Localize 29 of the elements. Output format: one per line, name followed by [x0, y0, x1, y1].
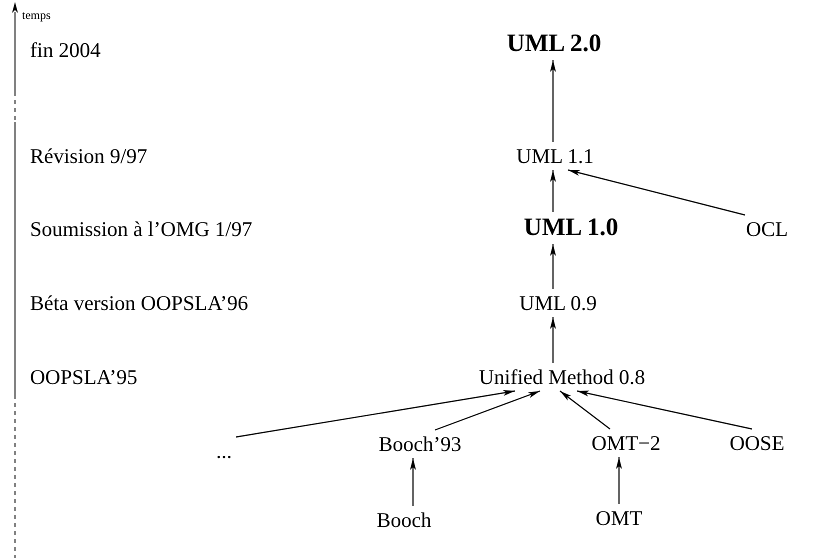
node-label: OMT−2 — [590, 429, 662, 457]
arrow — [616, 457, 622, 504]
node-label: OCL — [744, 215, 790, 243]
node-label: ... — [214, 437, 234, 465]
node-label: UML 0.9 — [517, 289, 599, 317]
arrow — [550, 317, 556, 363]
arrow — [576, 390, 752, 430]
arrow — [236, 390, 516, 438]
arrow — [550, 244, 556, 289]
axis-label: temps — [22, 9, 51, 22]
node-label: Booch — [374, 506, 434, 534]
node-label: UML 2.0 — [504, 28, 604, 60]
timeline-label: Béta version OOPSLA’96 — [30, 292, 248, 314]
timeline-label: Révision 9/97 — [30, 145, 148, 167]
arrow — [434, 390, 540, 431]
arrow — [550, 170, 556, 212]
node-label: Unified Method 0.8 — [476, 363, 648, 391]
timeline-label: Soumission à l’OMG 1/97 — [30, 218, 252, 240]
arrow — [550, 60, 556, 142]
node-label: UML 1.0 — [522, 212, 620, 244]
timeline-label: OOPSLA’95 — [30, 366, 138, 388]
node-label: OMT — [594, 504, 644, 532]
timeline-label: fin 2004 — [30, 39, 101, 61]
node-label: UML 1.1 — [514, 142, 596, 170]
node-label: Booch’93 — [376, 430, 464, 458]
arrow — [410, 458, 416, 506]
arrow — [568, 169, 746, 216]
node-label: OOSE — [728, 429, 786, 457]
arrow — [560, 390, 610, 430]
